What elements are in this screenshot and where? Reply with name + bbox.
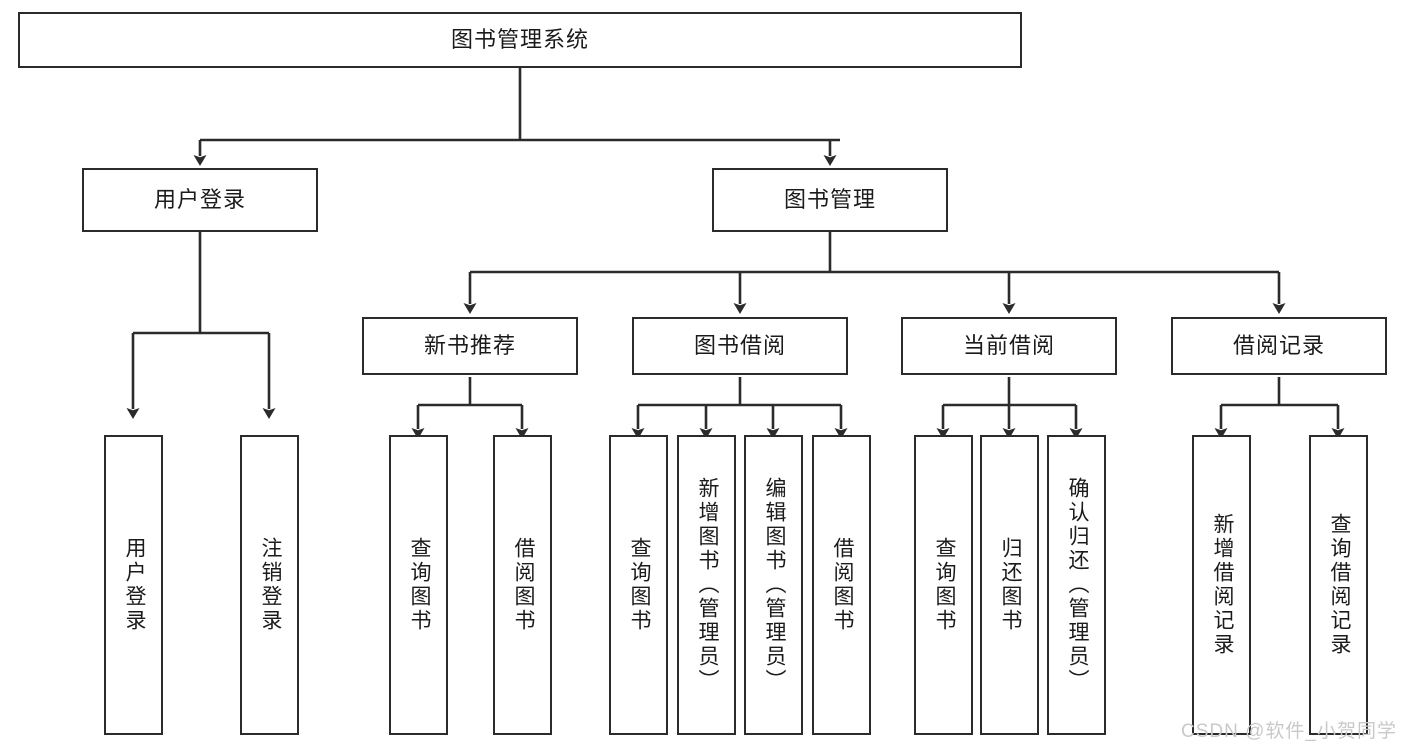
leaf-user-login-signout[interactable]: 注销登录 bbox=[240, 435, 299, 735]
node-borrow-record[interactable]: 借阅记录 bbox=[1171, 317, 1387, 375]
node-label: 图书管理系统 bbox=[450, 27, 589, 53]
node-label: 查询图书 bbox=[627, 537, 651, 633]
node-label: 注销登录 bbox=[258, 537, 282, 633]
node-label: 借阅记录 bbox=[1232, 333, 1325, 359]
node-label: 编辑图书（管理员） bbox=[762, 477, 786, 693]
node-label: 用户登录 bbox=[153, 187, 246, 213]
leaf-current-borrow-confirm-return-admin[interactable]: 确认归还（管理员） bbox=[1047, 435, 1106, 735]
node-book-management[interactable]: 图书管理 bbox=[712, 168, 948, 232]
node-current-borrow[interactable]: 当前借阅 bbox=[901, 317, 1117, 375]
leaf-current-borrow-query-book[interactable]: 查询图书 bbox=[914, 435, 973, 735]
csdn-watermark: CSDN @软件_小贺同学 bbox=[1181, 721, 1397, 742]
node-new-book-recommend[interactable]: 新书推荐 bbox=[362, 317, 578, 375]
leaf-new-book-borrow-book[interactable]: 借阅图书 bbox=[493, 435, 552, 735]
node-label: 新增图书（管理员） bbox=[695, 477, 719, 693]
node-label: 新增借阅记录 bbox=[1210, 513, 1234, 657]
node-label: 用户登录 bbox=[122, 537, 146, 633]
node-label: 借阅图书 bbox=[511, 537, 535, 633]
node-label: 归还图书 bbox=[998, 537, 1022, 633]
node-user-login[interactable]: 用户登录 bbox=[82, 168, 318, 232]
node-label: 借阅图书 bbox=[830, 537, 854, 633]
node-label: 当前借阅 bbox=[962, 333, 1055, 359]
node-label: 查询借阅记录 bbox=[1327, 513, 1351, 657]
node-root-book-management-system[interactable]: 图书管理系统 bbox=[18, 12, 1022, 68]
node-label: 确认归还（管理员） bbox=[1065, 477, 1089, 693]
leaf-book-borrow-edit-book-admin[interactable]: 编辑图书（管理员） bbox=[744, 435, 803, 735]
node-label: 查询图书 bbox=[932, 537, 956, 633]
node-label: 新书推荐 bbox=[423, 333, 516, 359]
leaf-borrow-record-query-record[interactable]: 查询借阅记录 bbox=[1309, 435, 1368, 735]
node-label: 图书管理 bbox=[783, 187, 876, 213]
leaf-book-borrow-add-book-admin[interactable]: 新增图书（管理员） bbox=[677, 435, 736, 735]
leaf-new-book-query-book[interactable]: 查询图书 bbox=[389, 435, 448, 735]
leaf-book-borrow-borrow-book[interactable]: 借阅图书 bbox=[812, 435, 871, 735]
leaf-book-borrow-query-book[interactable]: 查询图书 bbox=[609, 435, 668, 735]
leaf-user-login-signin[interactable]: 用户登录 bbox=[104, 435, 163, 735]
node-label: 查询图书 bbox=[407, 537, 431, 633]
node-book-borrow[interactable]: 图书借阅 bbox=[632, 317, 848, 375]
leaf-current-borrow-return-book[interactable]: 归还图书 bbox=[980, 435, 1039, 735]
node-label: 图书借阅 bbox=[693, 333, 786, 359]
leaf-borrow-record-add-record[interactable]: 新增借阅记录 bbox=[1192, 435, 1251, 735]
